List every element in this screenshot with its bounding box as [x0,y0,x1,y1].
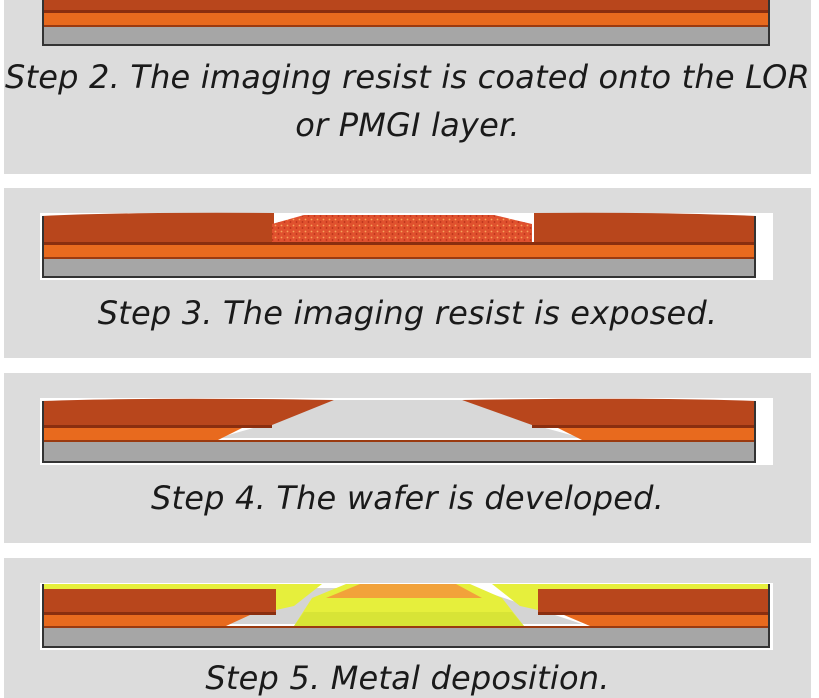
exposed-resist-region [272,215,532,242]
step-2-panel: Step 2. The imaging resist is coated ont… [4,0,811,174]
step-5-panel: Step 5. Metal deposition. [4,558,811,698]
metal-left-top [42,584,276,589]
step-4-panel: Step 4. The wafer is developed. [4,373,811,543]
substrate-layer [42,259,756,277]
lor-right [558,428,756,440]
lor-left [42,428,242,440]
step-2-caption: Step 2. The imaging resist is coated ont… [4,58,810,144]
imaging-resist-left [42,398,334,425]
step-3-panel: Step 3. The imaging resist is exposed. [4,188,811,358]
substrate-layer [42,628,770,647]
step-4-caption: Step 4. The wafer is developed. [151,479,664,517]
step-5-caption: Step 5. Metal deposition. [205,659,610,697]
lor-layer [42,245,756,257]
step-3-layer-diagram [40,212,773,280]
step-5-layer-diagram [40,583,773,650]
substrate-layer [42,442,756,462]
step-4-layer-diagram [40,398,773,465]
step-3-caption: Step 3. The imaging resist is exposed. [97,294,718,332]
imaging-resist-right [462,398,756,425]
substrate-layer [42,27,770,46]
lor-layer [42,13,770,25]
imaging-resist-layer [42,0,770,10]
metal-right-top [538,584,770,589]
step-2-layer-diagram [42,0,770,46]
